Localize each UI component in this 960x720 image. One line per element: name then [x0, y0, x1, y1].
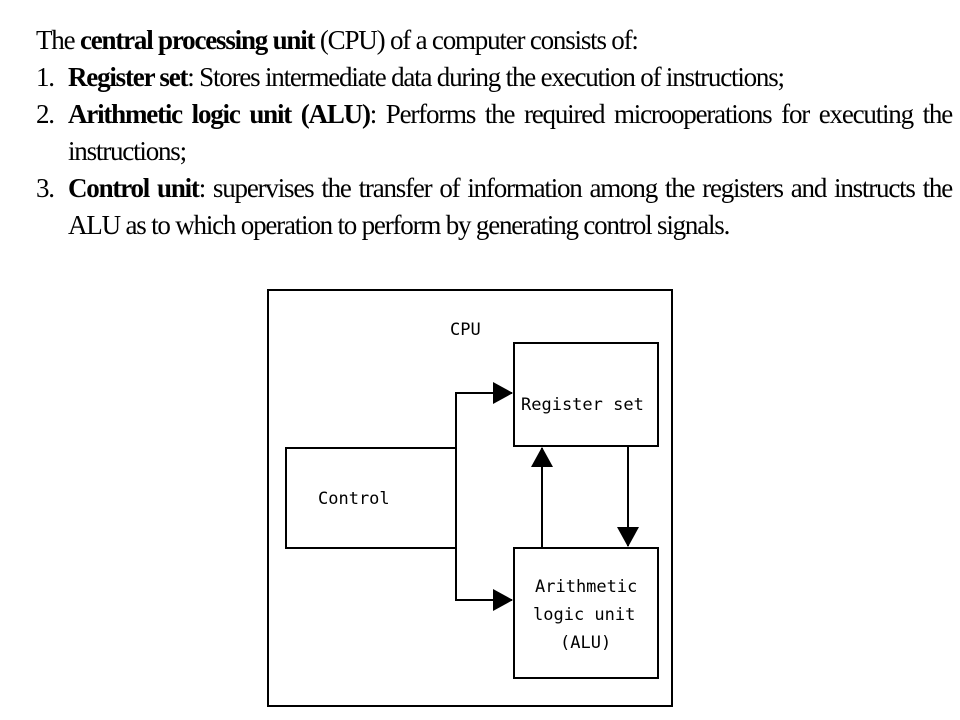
list-number: 1.	[36, 62, 55, 92]
alu-label-line-2: logic unit	[533, 605, 635, 625]
arrow-control-to-register	[455, 382, 513, 470]
intro-suffix: (CPU) of a computer consists of:	[314, 25, 639, 55]
control-label: Control	[318, 489, 390, 509]
list-term: Control unit	[68, 173, 200, 203]
list-desc: : supervises the transfer of information…	[68, 173, 953, 240]
list-number: 3.	[36, 173, 55, 203]
cpu-outer-box	[267, 289, 673, 707]
alu-label-line-3: (ALU)	[560, 633, 611, 653]
intro-prefix: The	[36, 25, 80, 55]
list-item-alu: 2. Arithmetic logic unit (ALU): Performs …	[36, 96, 953, 170]
list-item-register-set: 1. Register set: Stores intermediate data…	[36, 59, 952, 96]
list-term: Arithmetic logic unit (ALU)	[68, 99, 371, 129]
alu-box	[513, 547, 659, 679]
register-set-label: Register set	[521, 395, 644, 415]
intro-line: The central processing unit (CPU) of a c…	[36, 22, 952, 59]
list-term: Register set	[68, 62, 188, 92]
arrow-control-to-alu	[455, 528, 513, 611]
cpu-label: CPU	[450, 320, 481, 340]
list-desc: : Stores intermediate data during the ex…	[187, 62, 785, 92]
list-desc: : Performs the required microoperations …	[68, 99, 953, 166]
intro-term: central processing unit	[79, 25, 316, 55]
description-text: The central processing unit (CPU) of a c…	[36, 22, 953, 244]
alu-label-line-1: Arithmetic	[535, 577, 637, 597]
control-box	[285, 447, 457, 549]
list-number: 2.	[36, 99, 55, 129]
register-set-box	[513, 342, 659, 447]
list-item-control-unit: 3. Control unit: supervises the transfer …	[36, 170, 953, 244]
